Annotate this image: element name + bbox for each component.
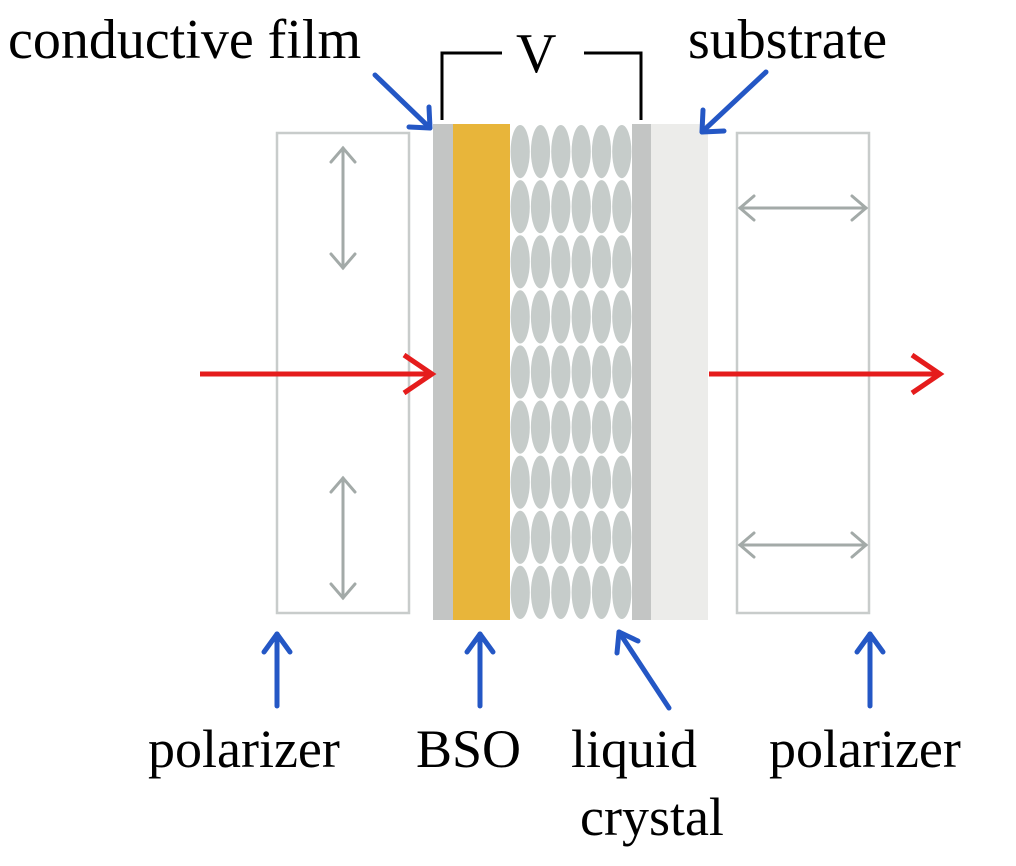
liquid-crystal-molecule xyxy=(551,125,571,179)
liquid-crystal-molecule xyxy=(591,180,612,234)
liquid-crystal-molecule xyxy=(571,565,591,620)
liquid-crystal-molecule xyxy=(591,565,612,620)
liquid-crystal-molecule xyxy=(510,565,530,620)
liquid-crystal-molecule xyxy=(510,290,530,344)
left-polarizer-pointer-arrow-icon xyxy=(261,631,293,709)
liquid-crystal-molecule xyxy=(551,455,571,509)
substrate-label: substrate xyxy=(688,9,888,71)
conductive-film-pointer-arrow-icon xyxy=(372,72,433,131)
incident-light-arrowhead-icon xyxy=(402,352,437,396)
liquid-crystal-molecule xyxy=(612,455,632,509)
liquid-crystal-molecule xyxy=(571,400,591,454)
liquid-crystal-molecule xyxy=(612,510,632,564)
conductive-film-right xyxy=(632,124,651,620)
liquid-crystal-molecule xyxy=(571,180,591,234)
vertical-polarization-arrow-top-icon xyxy=(329,145,357,271)
liquid-crystal-molecule xyxy=(591,400,612,454)
voltage-label: V xyxy=(516,23,557,85)
liquid-crystal-pointer-arrow-icon xyxy=(614,629,672,711)
liquid-crystal-molecule xyxy=(612,345,632,399)
liquid-crystal-molecule xyxy=(530,565,551,620)
liquid-crystal-molecule xyxy=(530,455,551,509)
vertical-polarization-arrow-bottom-icon xyxy=(329,475,357,601)
output-light-arrowhead-icon xyxy=(910,352,945,396)
liquid-crystal-label-line1: liquid xyxy=(571,719,698,779)
liquid-crystal-molecule xyxy=(571,290,591,344)
liquid-crystal-molecule xyxy=(612,290,632,344)
liquid-crystal-molecule xyxy=(510,510,530,564)
liquid-crystal-molecule xyxy=(551,565,571,620)
liquid-crystal-molecule xyxy=(551,345,571,399)
liquid-crystal-molecule xyxy=(530,125,551,179)
horizontal-polarization-arrow-bottom-icon xyxy=(737,531,869,559)
horizontal-polarization-arrow-top-icon xyxy=(737,194,869,222)
liquid-crystal-molecule xyxy=(510,455,530,509)
bso-pointer-arrow-icon xyxy=(464,631,496,709)
liquid-crystal-molecule xyxy=(551,510,571,564)
voltage-wire-left xyxy=(440,51,502,120)
liquid-crystal-molecule xyxy=(612,180,632,234)
right-polarizer-label: polarizer xyxy=(769,719,961,779)
liquid-crystal-molecule xyxy=(551,400,571,454)
liquid-crystal-molecule xyxy=(612,565,632,620)
liquid-crystal-molecule xyxy=(530,235,551,289)
liquid-crystal-molecule xyxy=(510,400,530,454)
liquid-crystal-molecule xyxy=(510,345,530,399)
liquid-crystal-molecule xyxy=(612,400,632,454)
liquid-crystal-molecule xyxy=(571,510,591,564)
liquid-crystal-molecule xyxy=(510,235,530,289)
bso-label: BSO xyxy=(416,719,522,779)
liquid-crystal-molecule xyxy=(591,510,612,564)
liquid-crystal-molecule xyxy=(510,180,530,234)
liquid-crystal-molecule xyxy=(530,510,551,564)
liquid-crystal-molecule xyxy=(591,345,612,399)
liquid-crystal-molecule xyxy=(571,345,591,399)
liquid-crystal-molecule xyxy=(571,125,591,179)
bso-layer xyxy=(453,124,510,620)
voltage-wire-right xyxy=(584,51,643,120)
liquid-crystal-molecule xyxy=(530,400,551,454)
liquid-crystal-molecule xyxy=(571,455,591,509)
liquid-crystal-molecule xyxy=(551,235,571,289)
liquid-crystal-molecule xyxy=(612,125,632,179)
liquid-crystal-molecule xyxy=(551,290,571,344)
liquid-crystal-molecule xyxy=(612,235,632,289)
liquid-crystal-molecule xyxy=(530,180,551,234)
substrate-layer xyxy=(651,124,708,620)
liquid-crystal-molecules xyxy=(510,125,632,620)
liquid-crystal-molecule xyxy=(591,125,612,179)
liquid-crystal-layer-background xyxy=(510,124,632,620)
liquid-crystal-molecule xyxy=(530,345,551,399)
conductive-film-label: conductive film xyxy=(8,9,362,71)
substrate-pointer-arrow-icon xyxy=(699,69,769,135)
liquid-crystal-molecule xyxy=(591,290,612,344)
liquid-crystal-molecule xyxy=(591,455,612,509)
liquid-crystal-molecule xyxy=(551,180,571,234)
liquid-crystal-molecule xyxy=(571,235,591,289)
right-polarizer-pointer-arrow-icon xyxy=(854,631,886,709)
liquid-crystal-label-line2: crystal xyxy=(580,787,724,847)
conductive-film-left xyxy=(433,124,453,620)
liquid-crystal-molecule xyxy=(510,125,530,179)
liquid-crystal-molecule xyxy=(530,290,551,344)
left-polarizer-label: polarizer xyxy=(148,719,340,779)
liquid-crystal-molecule xyxy=(591,235,612,289)
